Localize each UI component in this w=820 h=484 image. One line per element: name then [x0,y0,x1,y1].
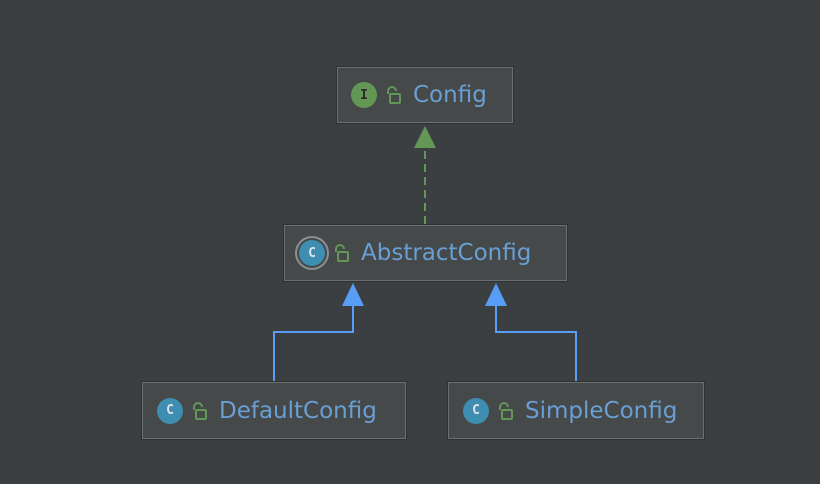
node-abstract-config[interactable]: C AbstractConfig [284,225,567,281]
public-access-icon [335,244,349,262]
node-simple-config[interactable]: C SimpleConfig [448,382,704,439]
arrowhead-extends-default [342,283,364,306]
abstract-class-icon: C [299,240,325,266]
node-config[interactable]: I Config [337,67,513,123]
edge-default-extends-abstract [273,306,354,381]
public-access-icon [387,86,401,104]
class-icon: C [463,397,489,424]
class-icon: C [157,397,183,424]
node-default-config[interactable]: C DefaultConfig [142,382,406,439]
node-label: AbstractConfig [361,240,532,266]
node-label: SimpleConfig [525,397,678,424]
interface-icon: I [351,82,377,108]
arrowhead-extends-simple [485,283,507,306]
public-access-icon [193,401,207,420]
node-label: DefaultConfig [219,397,377,424]
edge-simple-extends-abstract [495,306,577,381]
arrowhead-implements [414,126,436,148]
public-access-icon [499,401,513,420]
node-label: Config [413,82,487,108]
